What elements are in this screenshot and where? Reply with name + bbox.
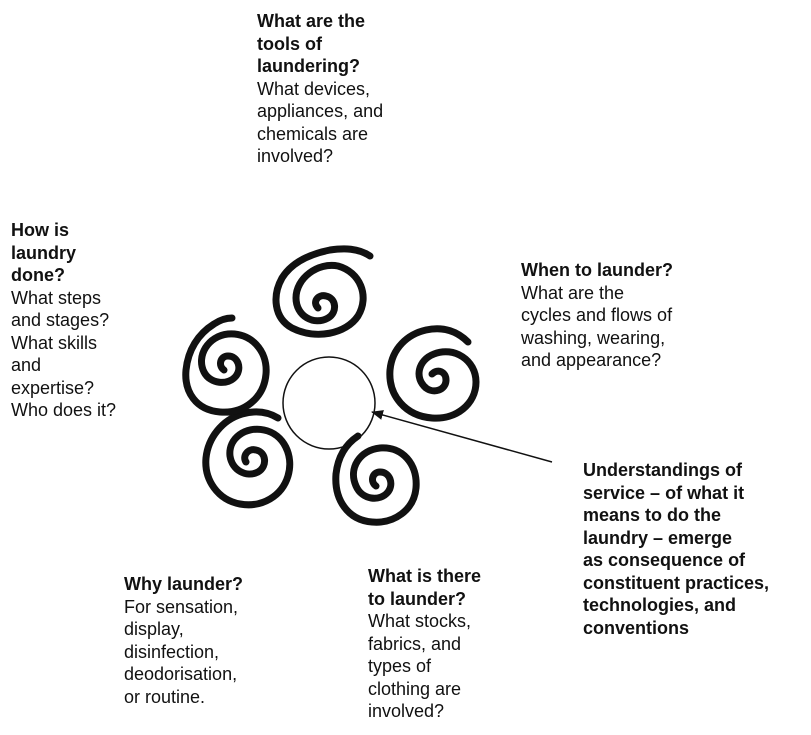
when-question: When to launder? xyxy=(521,260,673,280)
how-block: How is laundry done? What steps and stag… xyxy=(11,219,116,422)
how-question: How is laundry done? xyxy=(11,220,77,285)
understandings-note: Understandings of service – of what it m… xyxy=(583,460,770,638)
when-detail: What are the cycles and flows of washing… xyxy=(521,282,673,371)
spiral-left xyxy=(182,314,270,416)
what-question: What is there to launder? xyxy=(368,566,482,609)
tools-detail: What devices, appliances, and chemicals … xyxy=(257,78,384,167)
why-question: Why launder? xyxy=(124,574,244,594)
how-detail: What steps and stages? What skills and e… xyxy=(11,287,117,421)
tools-question: What are the tools of laundering? xyxy=(257,11,366,76)
spiral-top xyxy=(272,245,374,338)
pointer-arrow xyxy=(371,410,553,463)
center-circle xyxy=(282,356,376,450)
what-block: What is there to launder? What stocks, f… xyxy=(368,565,481,723)
what-detail: What stocks, fabrics, and types of cloth… xyxy=(368,611,472,721)
spiral-right xyxy=(386,325,480,422)
why-detail: For sensation, display, disinfection, de… xyxy=(124,596,239,707)
when-block: When to launder? What are the cycles and… xyxy=(521,259,673,372)
spiral-bottom xyxy=(332,432,420,526)
spiral-bottom-left xyxy=(202,408,294,509)
tools-block: What are the tools of laundering? What d… xyxy=(257,10,383,168)
why-block: Why launder? For sensation, display, dis… xyxy=(124,573,243,708)
